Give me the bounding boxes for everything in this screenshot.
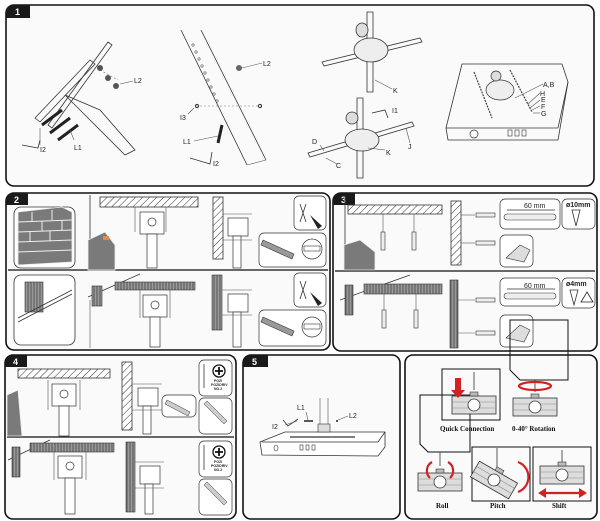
extension-pole-drawing (180, 29, 267, 166)
label-i2: I2 (40, 147, 46, 154)
rotation-label: 0-40° Rotation (512, 425, 556, 433)
label-c: C (336, 163, 341, 170)
screwdriver-type-label: POZI (214, 460, 222, 464)
wood-ceiling-mount-drawing (87, 273, 196, 348)
shift-illustration (532, 446, 592, 502)
drill-bit-length-inset (499, 198, 561, 230)
screwdriver-type-label: POZI (214, 379, 222, 383)
pitch-arrow-icon (517, 460, 530, 494)
wood-drilling-drawing (339, 274, 496, 349)
label-l1: L1 (297, 405, 305, 412)
brick-screw-mount-drawing (6, 361, 197, 437)
label-l1: L1 (183, 139, 191, 146)
drill-bit-diameter-label: ø4mm (566, 281, 587, 288)
rotation-illustration (512, 380, 558, 417)
brick-wall-mount-drawing (212, 196, 252, 269)
projector-with-mount-drawing (445, 63, 569, 141)
quick-connection-label: Quick Connection (440, 425, 494, 433)
spider-mount-with-adapters-drawing (307, 97, 415, 179)
screw-inset (198, 397, 233, 435)
label-i1: I1 (392, 108, 398, 115)
label-l2: L2 (263, 61, 271, 68)
drill-length-label: 60 mm (524, 283, 546, 290)
wood-wall-mount-drawing (211, 274, 252, 348)
step-number: 1 (15, 7, 20, 17)
pitch-label: Pitch (490, 502, 506, 510)
label-d: D (312, 139, 317, 146)
spirit-level-inset (258, 309, 327, 347)
drill-bit-length-inset (499, 277, 561, 307)
screwdriver-type-label: POZIDRIV (211, 383, 228, 387)
roll-arrow-icon (425, 461, 433, 479)
step-3-panel: 3 60 mm ø10mm (332, 192, 598, 352)
step-number: 4 (13, 357, 18, 367)
label-l2: L2 (349, 413, 357, 420)
screwdriver-inset: POZI POZIDRIV NO.2 (198, 440, 233, 478)
screw-inset (198, 478, 233, 516)
screwdriver-size-label: NO.2 (214, 387, 222, 391)
screwdriver-type-label: POZIDRIV (211, 464, 228, 468)
spider-mount-drawing (321, 11, 423, 93)
drill-icon (499, 234, 534, 268)
step-number: 3 (341, 195, 346, 205)
label-a-b: A,B (543, 82, 555, 89)
label-j: J (408, 144, 412, 151)
label-g: G (541, 111, 546, 118)
label-l2: L2 (134, 78, 142, 85)
quick-connection-illustration (451, 372, 497, 415)
label-h: H (540, 91, 545, 98)
label-i2: I2 (272, 424, 278, 431)
label-f: F (541, 104, 545, 111)
drill-icon (499, 314, 534, 348)
rotation-arrow-icon (517, 380, 553, 392)
label-i2: I2 (213, 161, 219, 168)
features-panel: Quick Connection 0-40° Rotation Roll Pit… (404, 319, 598, 520)
wood-screw-mount-drawing (7, 439, 164, 515)
brick-ceiling-mount-drawing (87, 195, 199, 271)
shift-label: Shift (552, 502, 567, 510)
label-k: K (393, 88, 398, 95)
step-1-panel: 1 L2 L1 I2 (5, 4, 595, 187)
mark-holes-inset (293, 272, 327, 308)
spirit-level-inset (258, 232, 327, 268)
screwdriver-inset: POZI POZIDRIV NO.2 (198, 359, 233, 397)
step-2-panel: 2 (5, 192, 331, 351)
pitch-illustration (470, 446, 531, 502)
step-number: 2 (14, 195, 19, 205)
mark-holes-inset (293, 195, 327, 231)
step-4-panel: 4 POZI POZIDRIV NO.2 (4, 354, 237, 520)
wood-wall-inset (13, 274, 76, 346)
roll-label: Roll (436, 502, 449, 510)
projector-attach-drawing (259, 398, 386, 457)
drill-bit-diameter-inset (561, 198, 596, 230)
label-l1: L1 (74, 145, 82, 152)
step-5-panel: 5 L1 L2 I2 (242, 354, 401, 520)
drill-bit-diameter-label: ø10mm (566, 202, 591, 209)
brick-wall-inset (13, 206, 76, 269)
label-i3: I3 (180, 115, 186, 122)
warning-triangle-icon (580, 291, 594, 303)
brick-drilling-drawing (343, 195, 496, 271)
drill-length-label: 60 mm (524, 203, 546, 210)
down-arrow-icon (451, 378, 465, 398)
screwdriver-size-label: NO.2 (214, 468, 222, 472)
roll-illustration (417, 452, 463, 492)
step-number: 5 (252, 357, 257, 367)
label-k: K (386, 150, 391, 157)
label-e: E (541, 97, 546, 104)
bracket-assembly-drawing (21, 41, 136, 156)
